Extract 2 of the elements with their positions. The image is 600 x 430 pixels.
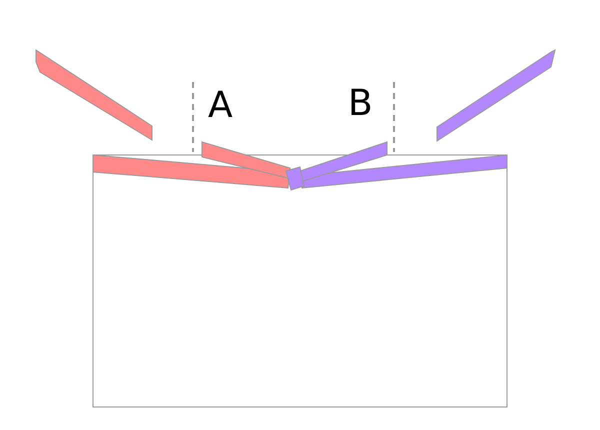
part-label: A xyxy=(208,88,233,124)
part-label: B xyxy=(348,86,373,122)
